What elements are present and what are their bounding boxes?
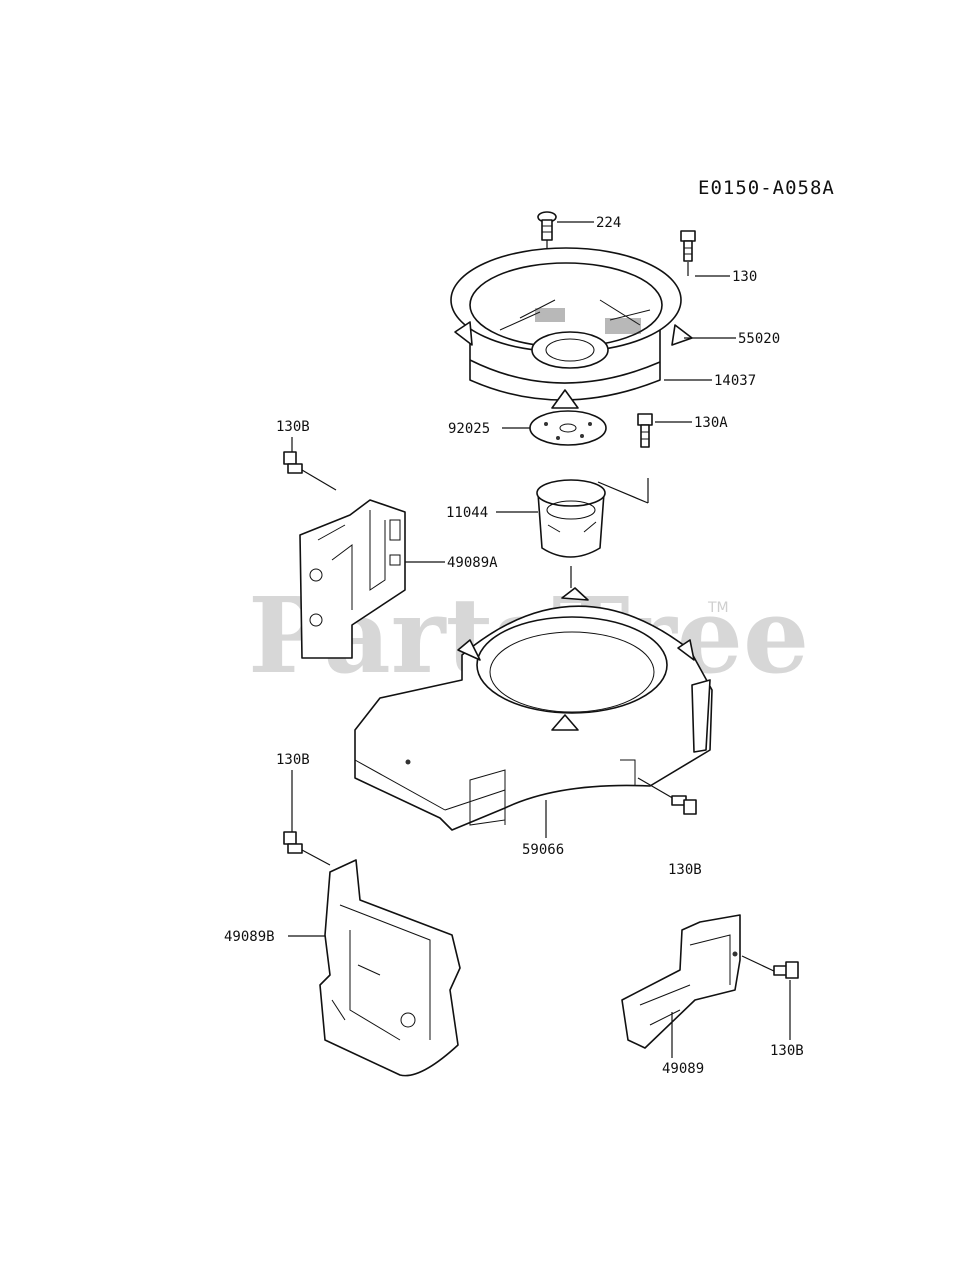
- callout-130[interactable]: 130: [732, 269, 757, 285]
- callout-130A[interactable]: 130A: [694, 415, 728, 431]
- bolt-130A[interactable]: [637, 413, 653, 448]
- callout-130B-lower-left[interactable]: 130B: [276, 752, 310, 768]
- diagram-code: E0150-A058A: [698, 177, 835, 199]
- screw-224[interactable]: [537, 211, 557, 241]
- callout-14037[interactable]: 14037: [714, 373, 756, 389]
- callout-130B-lower-right[interactable]: 130B: [770, 1043, 804, 1059]
- bolt-130B-lower-left[interactable]: [283, 831, 303, 854]
- callout-49089[interactable]: 49089: [662, 1061, 704, 1077]
- watermark-trademark: TM: [707, 600, 729, 616]
- callout-49089A[interactable]: 49089A: [447, 555, 498, 571]
- fan-cup-11044[interactable]: [536, 479, 606, 558]
- callout-130B-shroud[interactable]: 130B: [668, 862, 702, 878]
- callout-59066[interactable]: 59066: [522, 842, 564, 858]
- bolt-130[interactable]: [680, 230, 696, 262]
- callout-11044[interactable]: 11044: [446, 505, 488, 521]
- bolt-130B-upper-left[interactable]: [283, 451, 303, 474]
- bolt-130B-shroud[interactable]: [671, 795, 697, 815]
- callout-55020[interactable]: 55020: [738, 331, 780, 347]
- bolt-130B-lower-right[interactable]: [773, 961, 799, 979]
- bracket-49089B[interactable]: [319, 859, 461, 1077]
- callout-130B-upper-left[interactable]: 130B: [276, 419, 310, 435]
- plate-92025[interactable]: [529, 410, 607, 446]
- callout-92025[interactable]: 92025: [448, 421, 490, 437]
- bracket-49089A[interactable]: [299, 499, 406, 659]
- fan-housing-59066[interactable]: [354, 587, 713, 831]
- bracket-49089[interactable]: [621, 914, 741, 1049]
- callout-224[interactable]: 224: [596, 215, 621, 231]
- fan-screen-55020[interactable]: [469, 262, 663, 369]
- callout-49089B[interactable]: 49089B: [224, 929, 275, 945]
